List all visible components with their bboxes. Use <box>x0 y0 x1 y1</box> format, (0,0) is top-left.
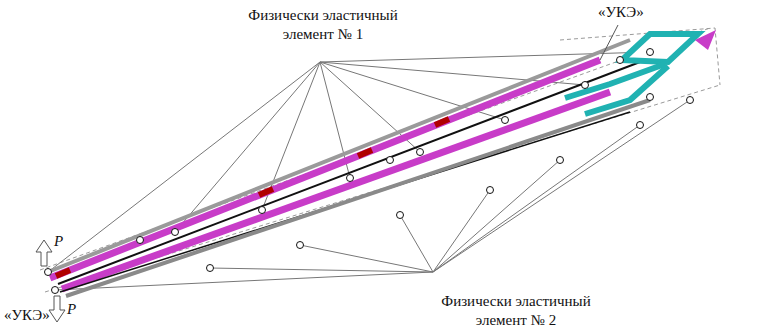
part-label: «УКЭ» <box>598 3 644 22</box>
beams <box>48 40 650 296</box>
envelope-lines <box>40 28 720 292</box>
hinge-nodes <box>45 49 694 294</box>
part-label: Физически эластичный элемент № 1 <box>238 6 408 44</box>
part-label: Физически эластичный элемент № 2 <box>430 292 602 330</box>
uke-unit-right <box>565 30 716 114</box>
leader-line <box>600 25 618 60</box>
red-marks <box>56 119 449 276</box>
part-label: «УКЭ» <box>4 306 50 325</box>
force-label: P <box>54 232 63 251</box>
force-label: P <box>67 300 76 319</box>
